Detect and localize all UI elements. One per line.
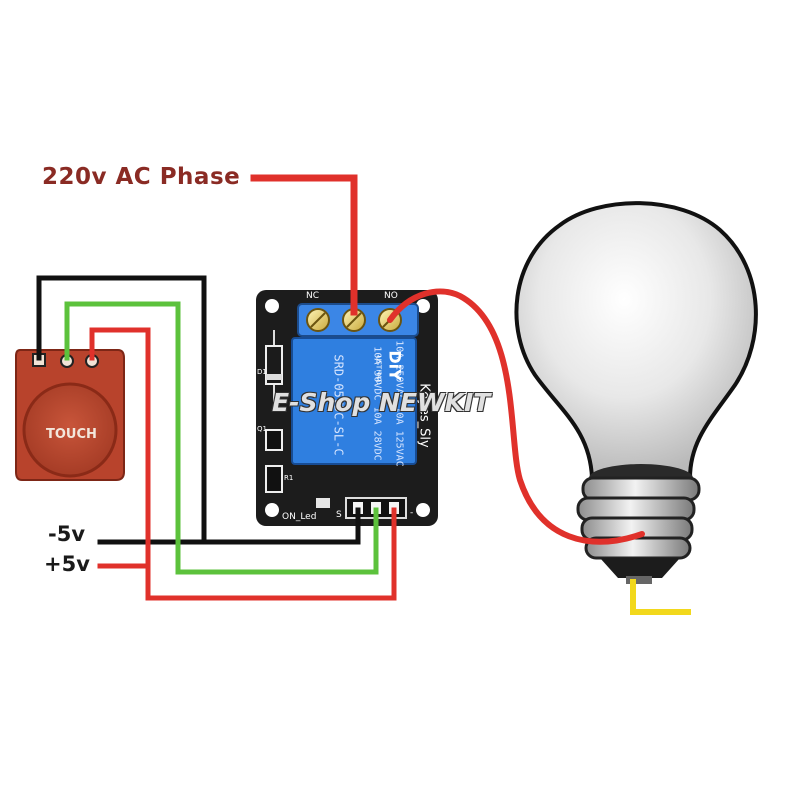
mount-hole [265, 503, 279, 517]
neg-supply-label: -5v [48, 522, 86, 546]
transistor-q1 [265, 429, 283, 451]
resistor-r1 [265, 465, 283, 493]
bulb-screw-base [576, 476, 701, 584]
terminal-label-no: NO [384, 291, 398, 301]
wire-red-vcc [89, 327, 397, 601]
touch-label: TOUCH [46, 427, 97, 442]
terminal-label-nc: NC [306, 291, 320, 301]
brand-logo: DiY [385, 350, 405, 381]
pin-label-minus: - [410, 508, 414, 518]
diode-label: D1 [257, 368, 267, 376]
touch-sensor [15, 349, 125, 481]
pin-label-s: S [336, 510, 342, 520]
wire-neutral [630, 579, 691, 615]
diode-d1 [265, 330, 283, 402]
wires [36, 174, 691, 615]
mount-hole [416, 503, 430, 517]
pin-label-led: ON_Led [282, 512, 317, 522]
mount-hole [265, 299, 279, 313]
transistor-label: Q1 [257, 425, 267, 433]
status-led [316, 498, 330, 508]
mount-hole [416, 299, 430, 313]
phase-label: 220v AC Phase [42, 164, 241, 190]
relay-body [291, 337, 417, 465]
pos-supply-label: +5v [44, 552, 90, 576]
wire-green-signal [64, 301, 379, 575]
wire-no-to-bulb [387, 288, 645, 545]
bulb-glass [514, 201, 758, 480]
wire-neg-supply [97, 507, 361, 545]
wire-black-gnd [36, 275, 207, 545]
watermark: E-Shop NEWKIT [272, 388, 491, 417]
brand-sub: USTHAD [374, 355, 383, 385]
resistor-label: R1 [284, 474, 294, 482]
touch-pad [22, 382, 118, 478]
wire-ac-phase [250, 174, 358, 316]
